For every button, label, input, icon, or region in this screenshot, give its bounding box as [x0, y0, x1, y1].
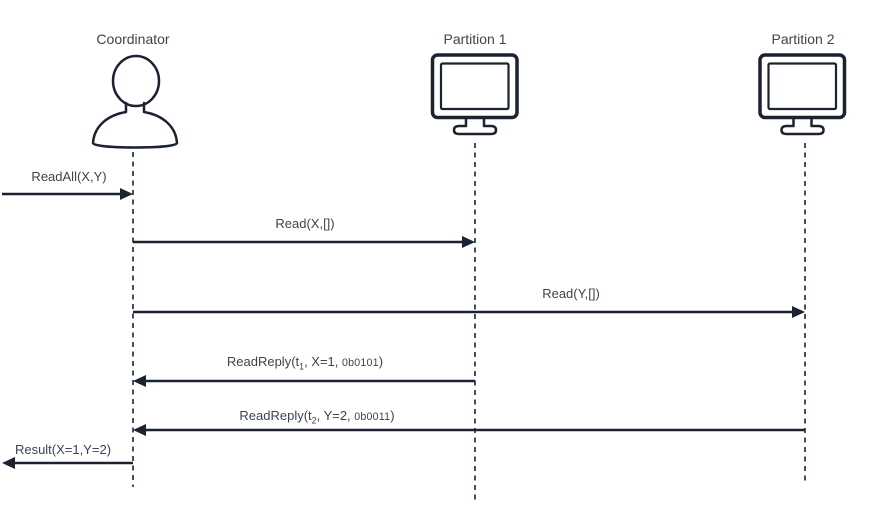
- message-arrow-result: [2, 457, 133, 469]
- message-arrow-read-x: [133, 236, 475, 248]
- person-icon: [91, 54, 179, 149]
- message-label-readreply-2: ReadReply(t2, Y=2, 0b0011): [239, 407, 394, 426]
- subscript-text: 1: [299, 361, 305, 372]
- message-text: , Y=2,: [316, 408, 355, 423]
- binary-code-text: 0b0011: [354, 411, 391, 423]
- message-arrow-readreply-1: [133, 375, 475, 387]
- actor-label-partition-2: Partition 2: [771, 31, 835, 47]
- actor-label-coordinator: Coordinator: [96, 31, 170, 47]
- monitor-icon: [758, 53, 847, 136]
- subscript-text: 2: [311, 415, 317, 426]
- actor-label-partition-1: Partition 1: [443, 31, 507, 47]
- message-arrow-read-y: [133, 306, 805, 318]
- message-label-read-x: Read(X,[]): [275, 216, 335, 231]
- message-arrow-readreply-2: [133, 424, 805, 436]
- message-text: ): [390, 408, 395, 423]
- message-label-result: Result(X=1,Y=2): [14, 442, 112, 457]
- message-arrow-readall: [2, 188, 133, 200]
- message-label-read-y: Read(Y,[]): [542, 286, 600, 301]
- message-label-readall: ReadAll(X,Y): [31, 169, 107, 184]
- message-text: ): [378, 354, 384, 369]
- message-text: ReadReply(t: [226, 354, 300, 369]
- message-text: ReadReply(t: [239, 408, 312, 423]
- monitor-icon: [430, 53, 519, 136]
- message-label-readreply-1: ReadReply(t1, X=1, 0b0101): [227, 353, 383, 372]
- binary-code-text: 0b0101: [342, 357, 379, 369]
- message-text: , X=1,: [304, 354, 343, 369]
